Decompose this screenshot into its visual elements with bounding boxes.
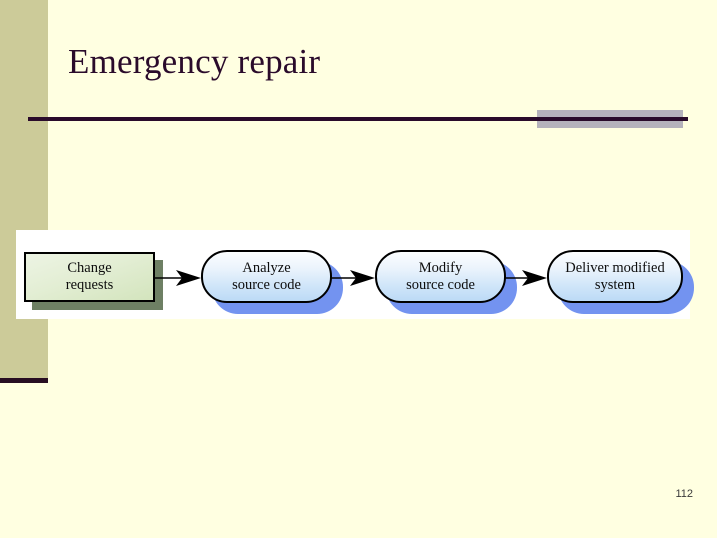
title-divider-rule [28,117,688,121]
page-title: Emergency repair [68,42,321,81]
flow-node-change-requests[interactable]: Change requests [24,252,155,302]
flow-node-label: Modify source code [406,259,475,293]
arrow-modify-to-deliver [504,270,547,286]
flow-node-deliver-modified[interactable]: Deliver modified system [547,250,683,303]
diagram-panel: Change requests Analyze source code Modi… [16,230,694,319]
left-accent-bar [0,0,48,378]
arrow-analyze-to-modify [330,270,375,286]
flow-node-analyze-source[interactable]: Analyze source code [201,250,332,303]
flow-node-label: Change requests [65,260,114,293]
page-number: 112 [675,488,693,500]
flow-node-modify-source[interactable]: Modify source code [375,250,506,303]
arrow-change-to-analyze [154,270,201,286]
flow-node-label: Deliver modified system [565,259,665,293]
flow-node-label: Analyze source code [232,259,301,293]
left-accent-bar-rule [0,378,48,383]
